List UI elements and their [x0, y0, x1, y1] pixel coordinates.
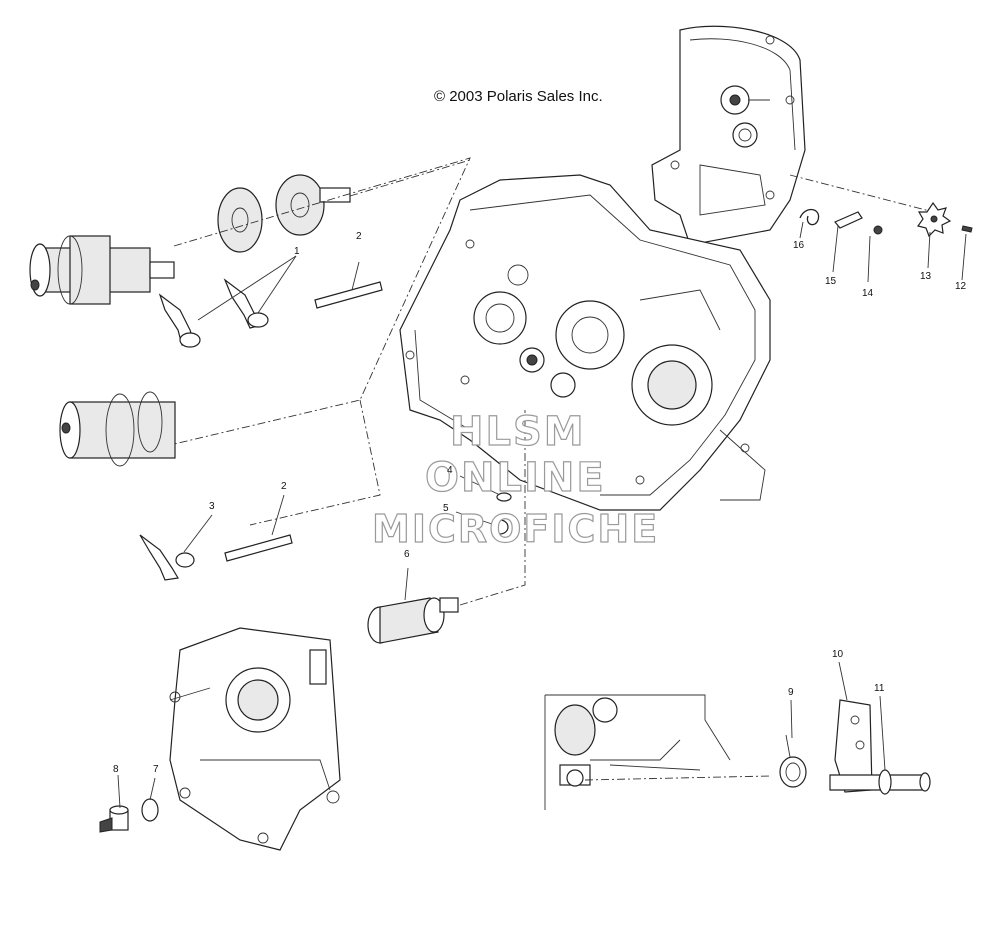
- callout-10: 10: [832, 649, 844, 660]
- part-10-plate: [834, 661, 873, 793]
- leader-shaft-assembly: [169, 157, 471, 446]
- callout-12: 12: [955, 281, 967, 292]
- part-1-shift-forks: [158, 255, 297, 348]
- watermark-line-1: HLSM: [449, 409, 586, 455]
- part-15-arm: [834, 211, 863, 229]
- callout-13: 13: [920, 271, 932, 282]
- crankcase: [399, 174, 771, 511]
- part-2-shaft-lower: [224, 494, 293, 562]
- leader-15: [832, 225, 839, 273]
- callout-9: 9: [788, 687, 794, 698]
- part-4-washer: [459, 475, 512, 502]
- part-16-spring: [799, 208, 820, 226]
- watermark-line-3: MICROFICHE: [371, 507, 660, 551]
- side-cover-lower-left: [169, 627, 341, 851]
- leader-shift-drum: [459, 410, 526, 606]
- callout-15: 15: [825, 276, 837, 287]
- callout-4: 4: [447, 465, 453, 476]
- part-13-star: [916, 201, 952, 238]
- callout-14: 14: [862, 288, 874, 299]
- part-2-shaft-upper: [314, 261, 383, 309]
- part-6-shift-drum: [367, 567, 459, 644]
- inset-shift-mechanism: [544, 694, 771, 810]
- callout-3: 3: [209, 501, 215, 512]
- callout-7: 7: [153, 764, 159, 775]
- callout-16: 16: [793, 240, 805, 251]
- part-12-screw: [961, 225, 973, 233]
- leader-cover-parts: [789, 174, 946, 216]
- callout-2-lower: 2: [281, 481, 287, 492]
- leader-14: [867, 235, 871, 283]
- leader-13: [927, 231, 931, 269]
- part-8-switch: [99, 774, 129, 833]
- callout-5: 5: [443, 503, 449, 514]
- leader-12: [961, 233, 967, 281]
- part-14-bolt: [873, 225, 883, 235]
- gear-pair-top: [217, 174, 351, 253]
- copyright-notice: © 2003 Polaris Sales Inc.: [434, 88, 603, 105]
- part-5-bushing: [455, 511, 509, 535]
- part-3-shift-fork: [139, 514, 213, 581]
- side-cover-top-right: [651, 25, 806, 246]
- output-shaft-gears: [29, 235, 175, 305]
- callout-2-upper: 2: [356, 231, 362, 242]
- callout-1: 1: [294, 246, 300, 257]
- input-shaft-gears: [59, 391, 176, 467]
- leader-gear-pair: [349, 159, 471, 197]
- leader-16: [799, 221, 804, 239]
- watermark-line-2: ONLINE: [424, 455, 606, 501]
- part-7-o-ring: [141, 777, 159, 822]
- callout-8: 8: [113, 764, 119, 775]
- leader-lower-fork: [249, 399, 381, 526]
- part-9-spring: [779, 699, 807, 788]
- callout-11: 11: [874, 683, 885, 694]
- part-11-shift-shaft: [829, 695, 931, 795]
- callout-6: 6: [404, 549, 410, 560]
